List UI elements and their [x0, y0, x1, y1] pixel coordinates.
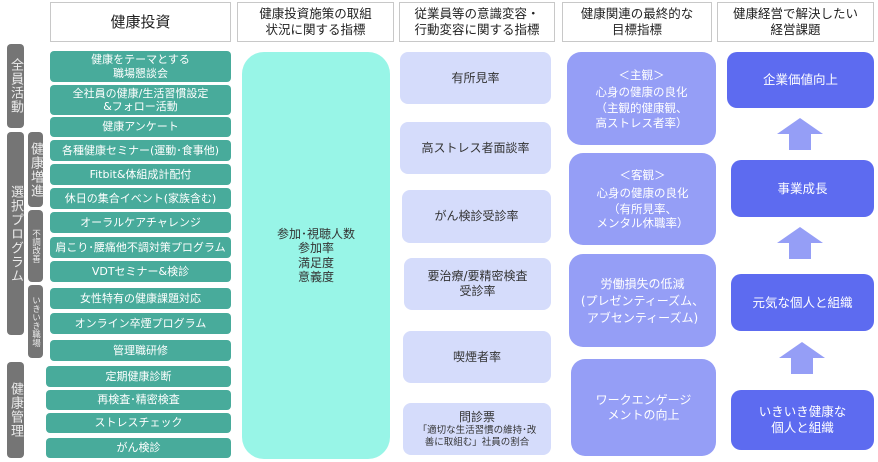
- behavior-metric-label: 喫煙者率: [452, 349, 501, 364]
- group-label-health-promotion: 健康増進: [28, 132, 43, 207]
- final-metric-title: 労働損失の低減: [600, 277, 685, 292]
- behavior-metric: 高ストレス者面談率: [400, 122, 551, 174]
- arrow-up-icon: [777, 118, 823, 150]
- investment-item: Fitbit&体組成計配付: [50, 164, 231, 185]
- group-label-health-management: 健康管理: [7, 362, 24, 458]
- investment-item: 肩こり･腰痛他不調対策プログラム: [50, 237, 231, 258]
- investment-item: 健康アンケート: [50, 117, 231, 137]
- final-metric-title: ワークエンゲージ メントの向上: [595, 393, 692, 422]
- behavior-metric: 問診票 「適切な生活習慣の維持･改 善に取組む」社員の割合: [403, 403, 551, 455]
- investment-item: 管理職研修: [50, 340, 231, 361]
- management-issue: 元気な個人と組織: [731, 274, 874, 331]
- final-metric: ＜主観＞ 心身の健康の良化 （主観的健康観、 高ストレス者率）: [567, 52, 716, 145]
- behavior-metric-label: 要治療/要精密検査 受診率: [427, 269, 528, 298]
- final-metric: ＜客観＞ 心身の健康の良化 （有所見率、 メンタル休職率）: [569, 153, 716, 245]
- header-final-metrics: 健康関連の最終的な 目標指標: [562, 2, 712, 42]
- investment-item: VDTセミナー&検診: [50, 261, 231, 282]
- investment-item: 女性特有の健康課題対応: [50, 288, 231, 309]
- behavior-metric-label: 有所見率: [451, 70, 500, 85]
- final-metric-detail: （主観的健康観、 高ストレス者率）: [595, 101, 688, 130]
- investment-item: 全社員の健康/生活習慣設定 &フォロー活動: [50, 85, 231, 115]
- investment-item: 健康をテーマとする 職場懇談会: [50, 51, 231, 82]
- management-issue: 事業成長: [731, 160, 874, 217]
- behavior-metric-label: 高ストレス者面談率: [421, 140, 530, 155]
- investment-item: オンライン卒煙プログラム: [50, 313, 231, 334]
- investment-item: 定期健康診断: [46, 366, 231, 387]
- final-metric-detail: (プレゼンティーズム、 アブセンティーズム): [580, 294, 705, 325]
- management-issue: 企業価値向上: [727, 52, 874, 108]
- group-label-disorder-improvement: 不調改善: [28, 210, 43, 282]
- behavior-metric: 喫煙者率: [403, 331, 551, 383]
- final-metric: ワークエンゲージ メントの向上: [571, 359, 716, 456]
- behavior-metric: 要治療/要精密検査 受診率: [404, 258, 551, 310]
- behavior-metric: 有所見率: [400, 52, 551, 104]
- behavior-metric-sublabel: 「適切な生活習慣の維持･改 善に取組む」社員の割合: [417, 424, 537, 448]
- behavior-metric-label: がん検診受診率: [434, 209, 519, 223]
- final-metric: 労働損失の低減 (プレゼンティーズム、 アブセンティーズム): [569, 254, 716, 347]
- arrow-up-icon: [777, 227, 823, 259]
- final-metric-detail: （有所見率、 メンタル休職率）: [596, 201, 689, 231]
- header-behavior-metrics: 従業員等の意識変容・ 行動変容に関する指標: [399, 2, 555, 42]
- final-metric-title: 心身の健康の良化: [596, 185, 689, 200]
- behavior-metric-label: 問診票: [458, 409, 495, 424]
- investment-item: ストレスチェック: [46, 413, 231, 433]
- group-label-lively-workplace: いきいき職場: [28, 285, 43, 358]
- header-investment: 健康投資: [50, 2, 231, 42]
- investment-item: 再検査･精密検査: [46, 390, 231, 410]
- final-metric-tag: ＜客観＞: [619, 168, 666, 183]
- behavior-metric: がん検診受診率: [402, 190, 551, 243]
- header-management-issues: 健康経営で解決したい 経営課題: [717, 2, 874, 42]
- management-issue: いきいき健康な 個人と組織: [731, 390, 874, 450]
- arrow-up-icon: [779, 342, 825, 374]
- investment-item: 各種健康セミナー(運動･食事他): [50, 140, 231, 161]
- investment-item: オーラルケアチャレンジ: [50, 212, 231, 233]
- final-metric-title: 心身の健康の良化: [595, 85, 688, 100]
- group-label-elective-program: 選択プログラム: [7, 132, 24, 335]
- header-initiative-metrics: 健康投資施策の取組 状況に関する指標: [237, 2, 394, 42]
- final-metric-tag: ＜主観＞: [618, 67, 665, 82]
- investment-item: 休日の集合イベント(家族含む): [50, 188, 231, 209]
- group-label-all-staff: 全員活動: [7, 44, 24, 128]
- initiative-metrics-box: 参加･視聴人数 参加率 満足度 意義度: [242, 52, 390, 459]
- investment-item: がん検診: [46, 438, 231, 458]
